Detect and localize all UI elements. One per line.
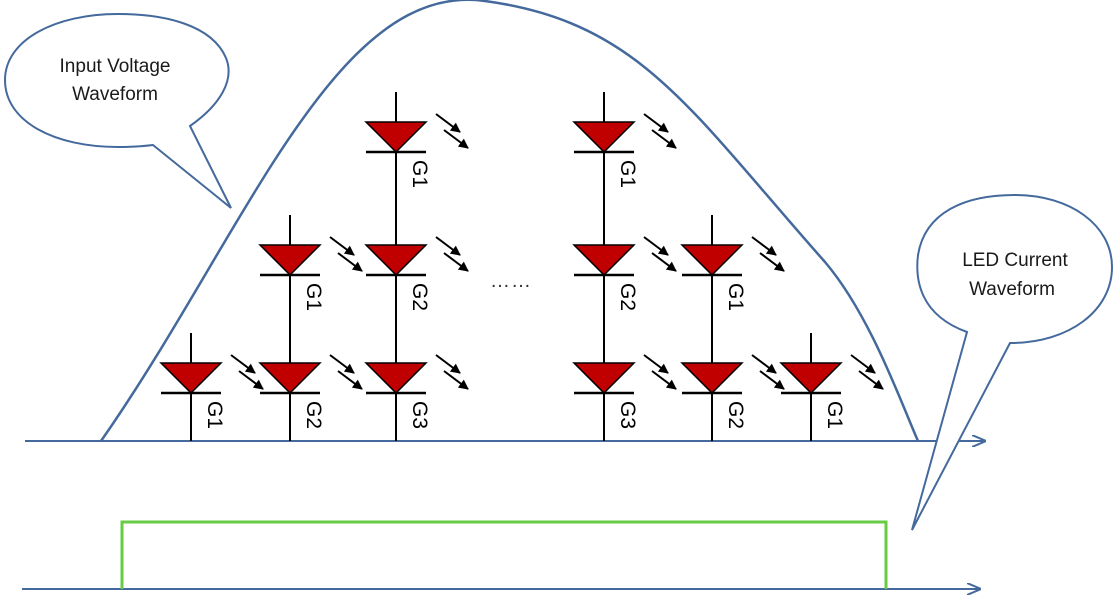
led-diode: G2 xyxy=(572,236,677,311)
led-group-label: G1 xyxy=(203,401,226,429)
led-diode: G1 xyxy=(364,113,469,188)
led-triangle xyxy=(364,362,428,395)
led-group-label: G2 xyxy=(616,283,639,311)
led-column-6: G1 xyxy=(779,333,884,441)
led-current-callout-line1: LED Current xyxy=(962,250,1068,271)
led-group-label: G2 xyxy=(408,283,431,311)
light-emission-arrow xyxy=(858,370,884,390)
led-group-label: G3 xyxy=(408,401,431,429)
led-triangle xyxy=(364,121,428,154)
led-group-label: G2 xyxy=(724,401,747,429)
input-voltage-callout-line1: Input Voltage xyxy=(60,56,171,77)
light-emission-arrow xyxy=(850,354,876,374)
led-triangle xyxy=(680,244,744,277)
led-diode: G1 xyxy=(258,236,363,311)
led-column-1: G1 xyxy=(159,333,264,441)
led-current-callout-line2: Waveform xyxy=(969,279,1055,300)
led-triangle xyxy=(680,362,744,395)
light-emission-arrow xyxy=(751,354,777,374)
led-current-waveform xyxy=(120,520,888,589)
light-emission-arrow xyxy=(329,236,355,256)
input-voltage-callout-line2: Waveform xyxy=(72,84,158,105)
light-emission-arrow xyxy=(337,252,363,272)
led-triangle xyxy=(572,121,636,154)
led-triangle xyxy=(779,362,843,395)
light-emission-arrow xyxy=(643,236,669,256)
light-emission-arrow xyxy=(651,370,677,390)
light-emission-arrow xyxy=(443,370,469,390)
led-triangle xyxy=(258,244,322,277)
led-current-callout xyxy=(911,193,1114,531)
led-triangle xyxy=(159,362,223,395)
led-diode: G3 xyxy=(572,354,677,429)
light-emission-arrow xyxy=(443,252,469,272)
led-triangle xyxy=(572,244,636,277)
light-emission-arrow xyxy=(435,113,461,133)
led-group-label: G1 xyxy=(724,283,747,311)
light-emission-arrow xyxy=(651,129,677,149)
led-diode: G1 xyxy=(572,113,677,188)
led-diode: G3 xyxy=(364,354,469,429)
light-emission-arrow xyxy=(651,252,677,272)
light-emission-arrow xyxy=(435,236,461,256)
input-voltage-waveform xyxy=(99,0,920,442)
input-voltage-callout xyxy=(3,12,232,209)
led-triangle xyxy=(364,244,428,277)
led-diode: G2 xyxy=(364,236,469,311)
light-emission-arrow xyxy=(435,354,461,374)
led-group-label: G1 xyxy=(616,160,639,188)
led-diode: G1 xyxy=(680,236,785,311)
ellipsis-marker: …… xyxy=(490,270,532,292)
light-emission-arrow xyxy=(643,113,669,133)
led-group-label: G3 xyxy=(616,401,639,429)
led-triangle xyxy=(572,362,636,395)
light-emission-arrow xyxy=(759,370,785,390)
led-group-label: G2 xyxy=(302,401,325,429)
light-emission-arrow xyxy=(751,236,777,256)
light-emission-arrow xyxy=(329,354,355,374)
light-emission-arrow xyxy=(337,370,363,390)
light-emission-arrow xyxy=(759,252,785,272)
led-diode: G1 xyxy=(779,354,884,429)
led-group-label: G1 xyxy=(302,283,325,311)
led-diode: G2 xyxy=(258,354,363,429)
light-emission-arrow xyxy=(643,354,669,374)
led-triangle xyxy=(258,362,322,395)
light-emission-arrow xyxy=(443,129,469,149)
led-group-label: G1 xyxy=(823,401,846,429)
led-diode: G1 xyxy=(159,354,264,429)
led-diode: G2 xyxy=(680,354,785,429)
led-group-label: G1 xyxy=(408,160,431,188)
light-emission-arrow xyxy=(238,370,264,390)
light-emission-arrow xyxy=(230,354,256,374)
